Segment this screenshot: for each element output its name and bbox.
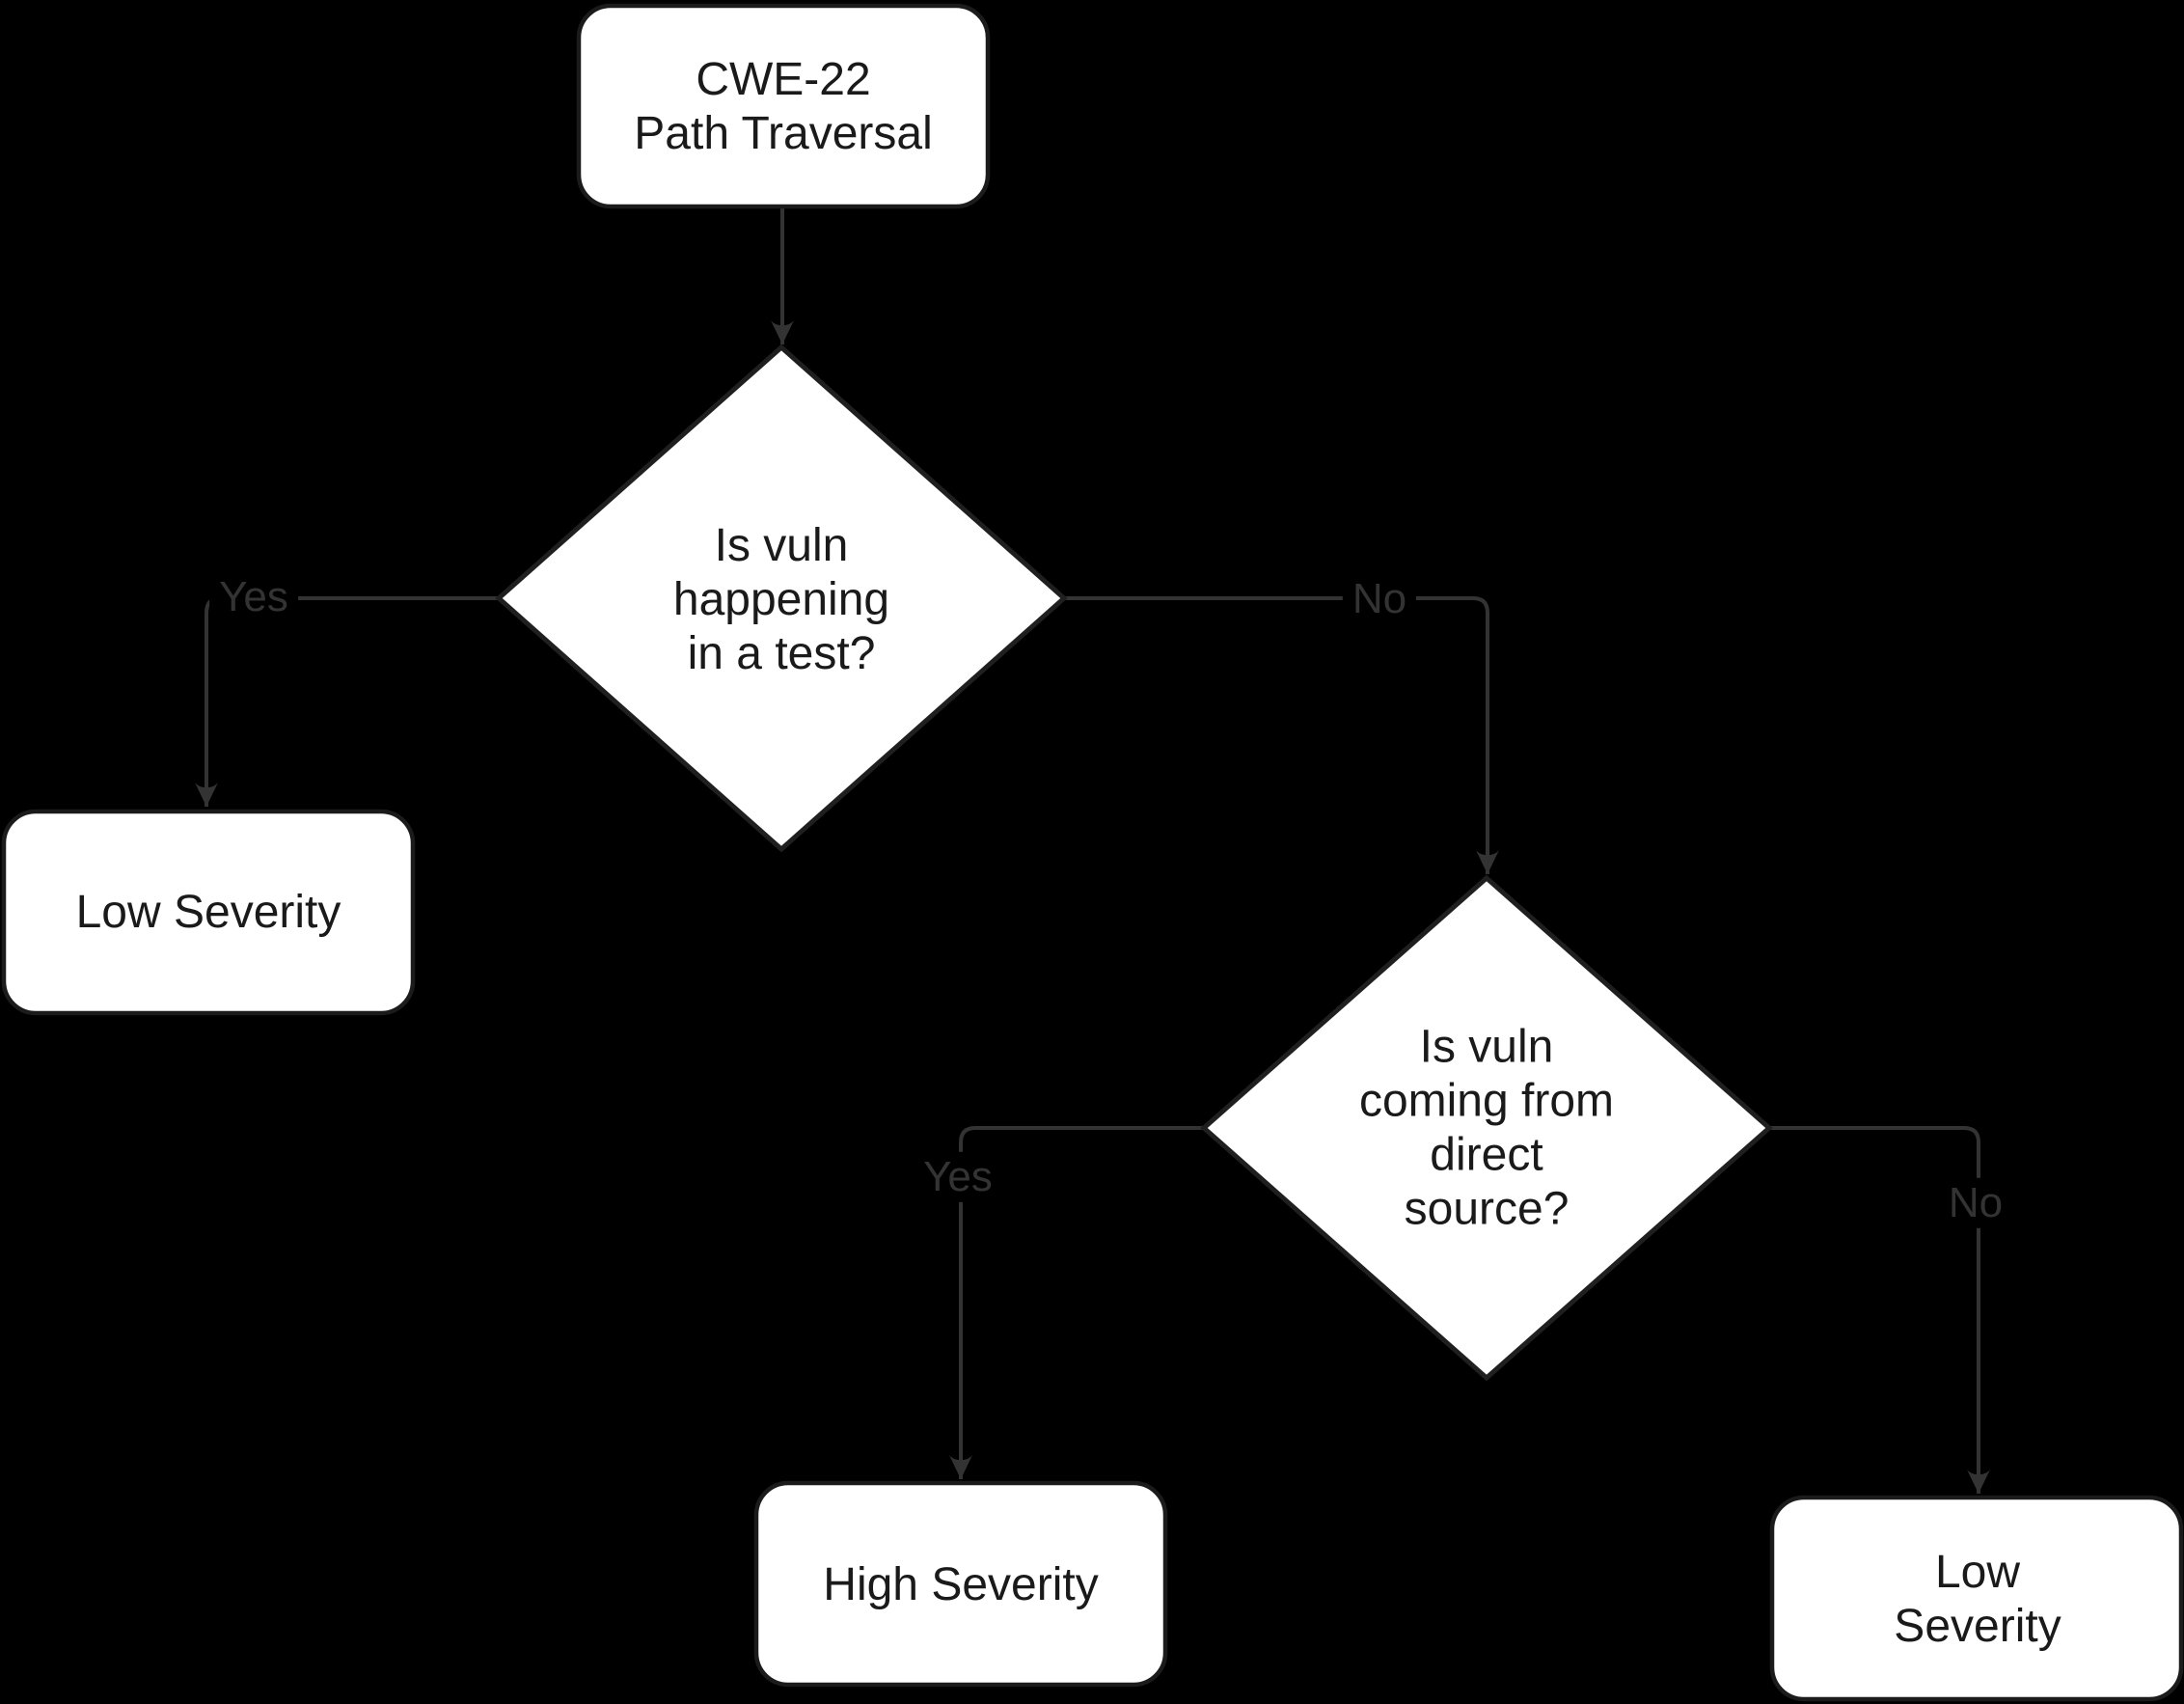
node-low-severity-left-box	[1, 809, 416, 1016]
node-source-decision-diamond	[1200, 874, 1773, 1382]
node-test-decision-diamond	[495, 344, 1068, 853]
edge-source-decision-yes-to-high-severity	[949, 1126, 1204, 1479]
edge-source-decision-no-to-low-severity-right	[1769, 1126, 1990, 1494]
node-low-severity-right-box	[1769, 1495, 2184, 1702]
edge-label-no-test-decision: No	[1342, 573, 1417, 625]
test-decision-label: Is vuln happening in a test?	[672, 519, 890, 680]
node-high-severity-box	[753, 1480, 1168, 1688]
source-decision-label: Is vuln coming from direct source?	[1358, 1021, 1615, 1236]
edge-label-no-source-decision: No	[1938, 1177, 2013, 1229]
edge-test-decision-yes-to-low-severity-left	[195, 596, 499, 807]
edge-label-yes-test-decision: Yes	[209, 571, 298, 623]
start-node-label: CWE-22 Path Traversal	[634, 53, 933, 159]
edge-label-yes-source-decision: Yes	[914, 1151, 1002, 1203]
low-severity-left-label: Low Severity	[75, 886, 341, 938]
node-start-box	[576, 3, 991, 209]
edge-test-decision-no-to-source-decision	[1064, 596, 1499, 874]
low-severity-right-label: Low Severity	[1894, 1546, 2061, 1652]
high-severity-label: High Severity	[823, 1558, 1099, 1610]
